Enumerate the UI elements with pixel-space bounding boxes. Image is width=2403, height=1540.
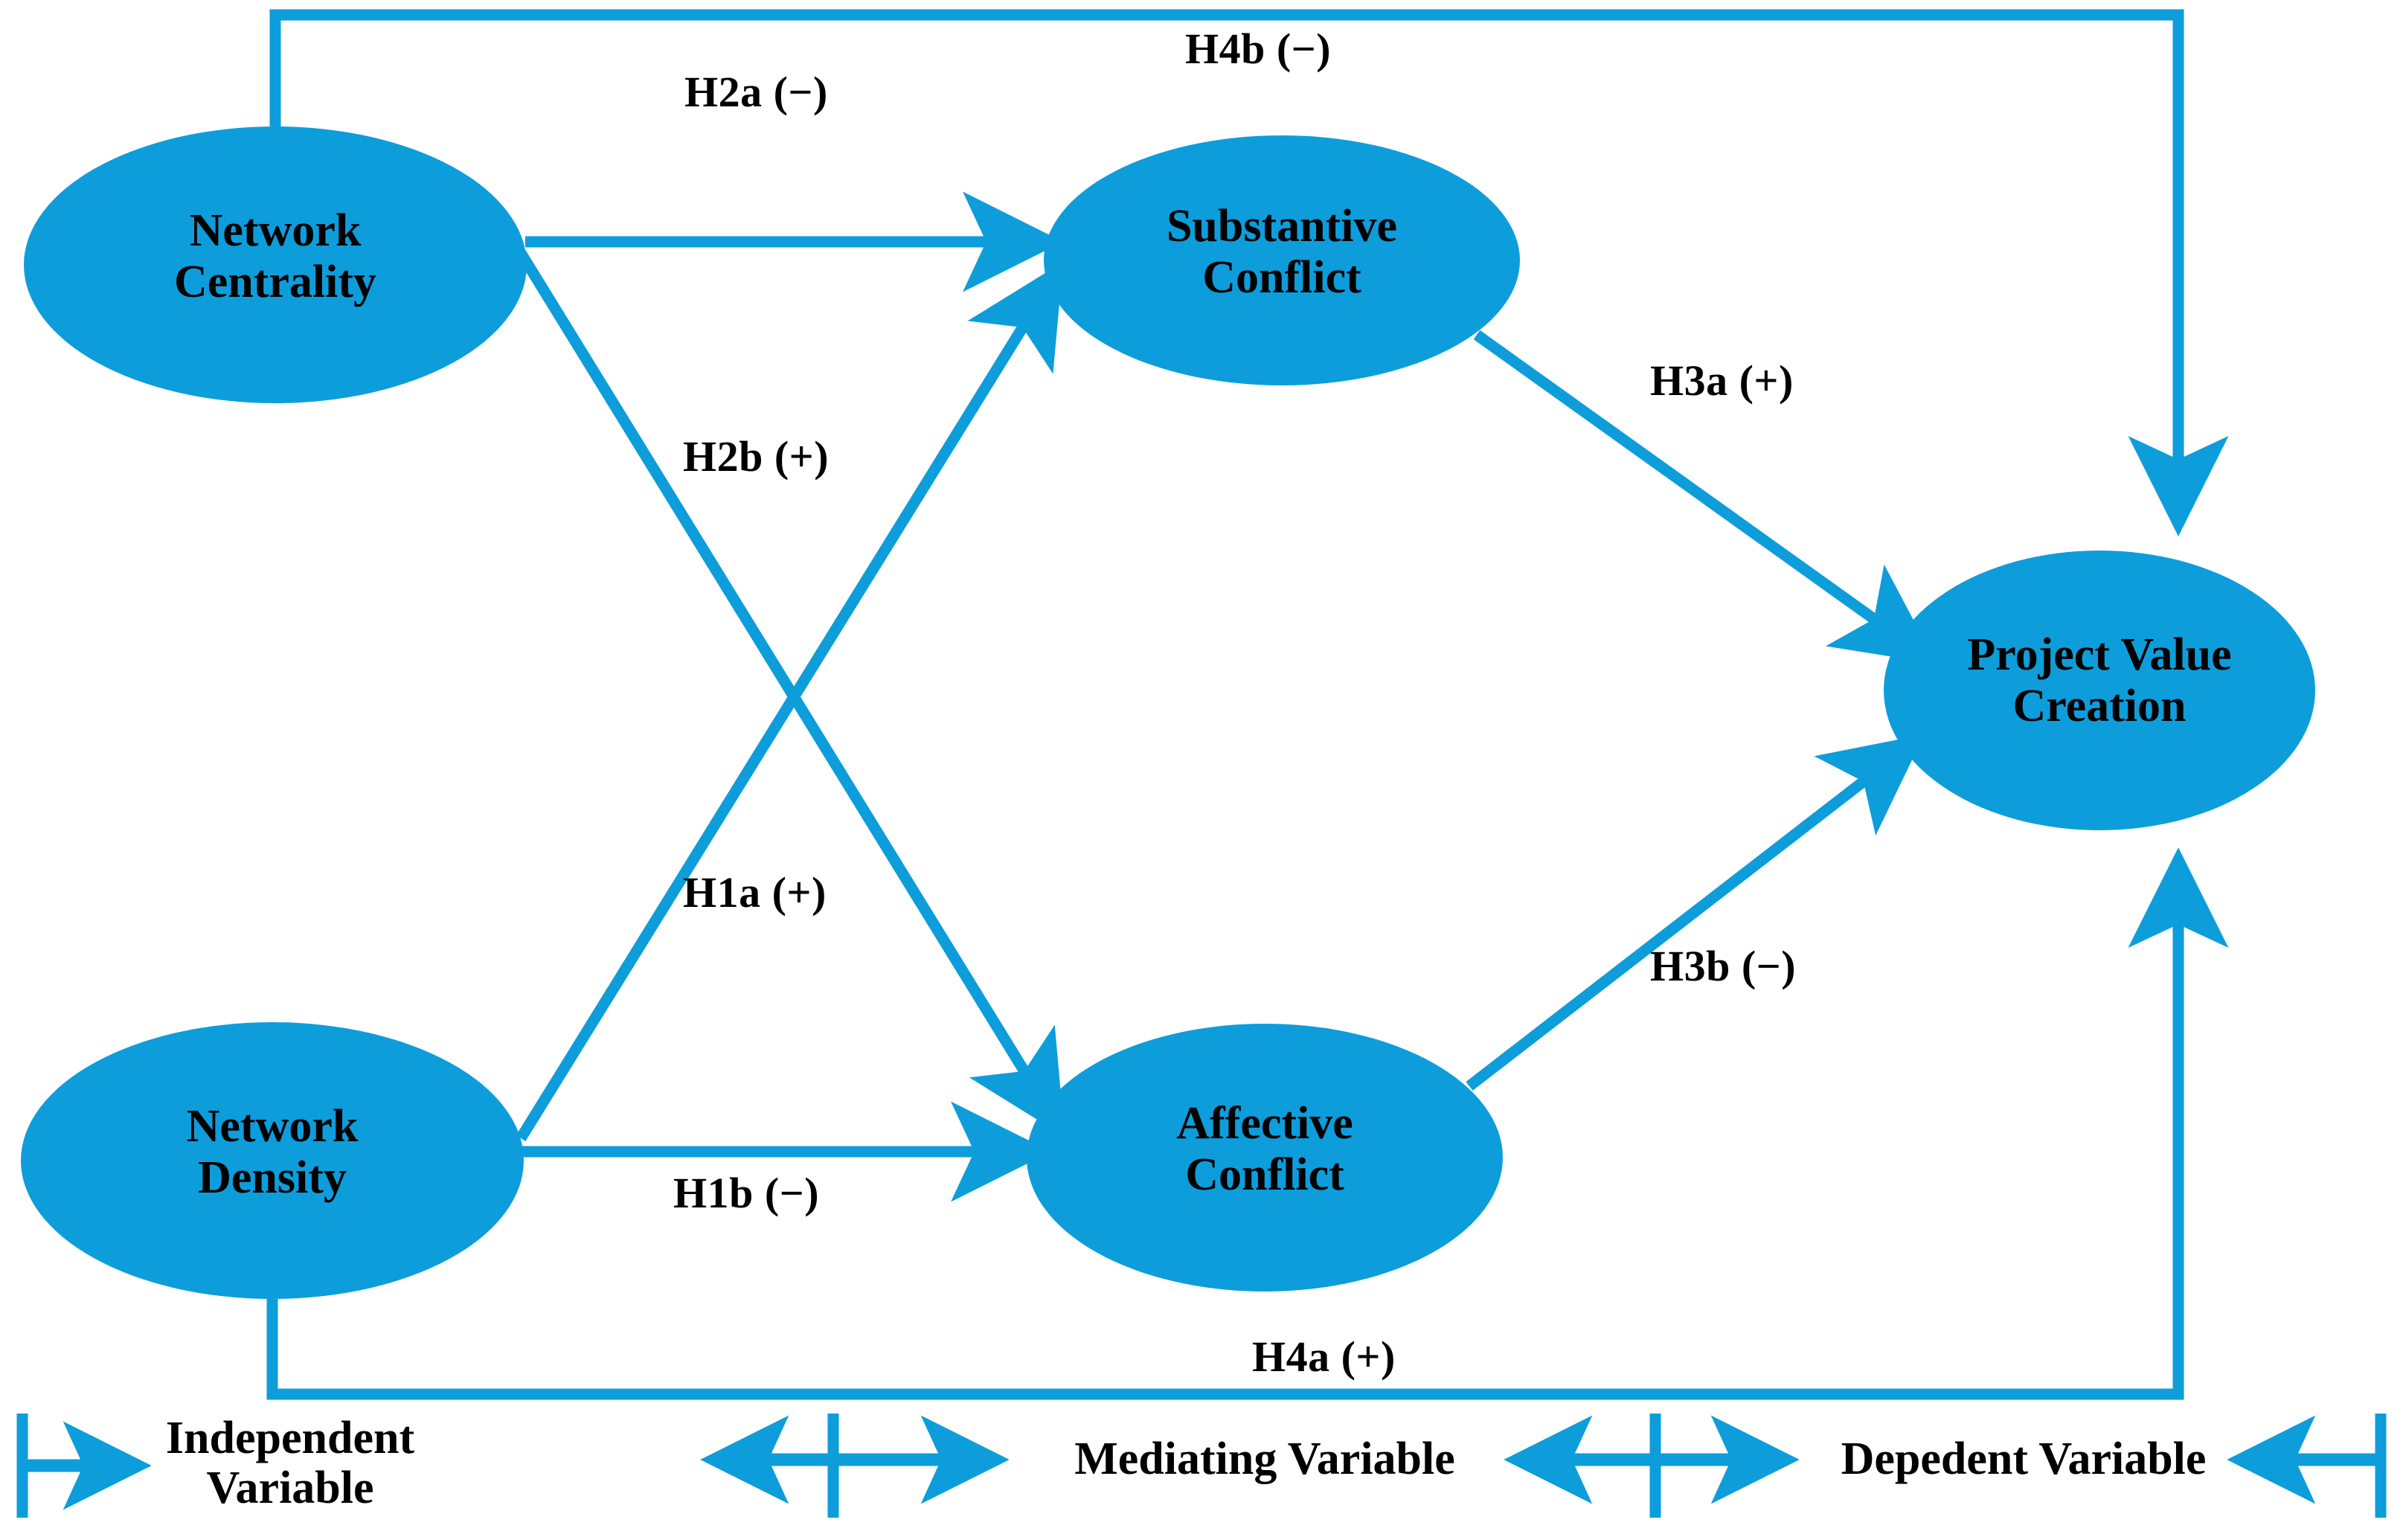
edge-label-h2b: H2b (+) — [683, 432, 830, 481]
scale-label-depedent-variable: Depedent Variable — [1841, 1434, 2207, 1484]
edge-h4b — [269, 9, 2229, 537]
variable-scale — [16, 1414, 2387, 1518]
edge-label-h2a: H2a (−) — [684, 68, 828, 116]
scale-label-mediating-variable: Mediating Variable — [1074, 1434, 1455, 1484]
node-substantive-conflict[interactable] — [1044, 135, 1520, 385]
edge-h2b — [516, 250, 1065, 1137]
edge-label-h3a: H3a (+) — [1650, 356, 1794, 405]
node-network-density[interactable] — [21, 1022, 524, 1299]
edge-label-h4b: H4b (−) — [1185, 25, 1332, 73]
scale-label-independent-variable: Independent Variable — [165, 1413, 415, 1513]
edge-label-h3b: H3b (−) — [1650, 942, 1797, 990]
node-affective-conflict[interactable] — [1027, 1024, 1503, 1292]
node-project-value-creation[interactable] — [1884, 551, 2315, 830]
edge-h4a — [266, 847, 2229, 1400]
edge-label-h4a: H4a (+) — [1252, 1332, 1396, 1381]
edge-h3a — [1473, 330, 1937, 664]
edge-label-h1b: H1b (−) — [673, 1169, 820, 1217]
edge-h3b — [1466, 734, 1925, 1091]
node-network-centrality[interactable] — [24, 126, 527, 403]
edge-h1a — [516, 262, 1064, 1141]
edge-label-h1a: H1a (+) — [683, 868, 827, 917]
